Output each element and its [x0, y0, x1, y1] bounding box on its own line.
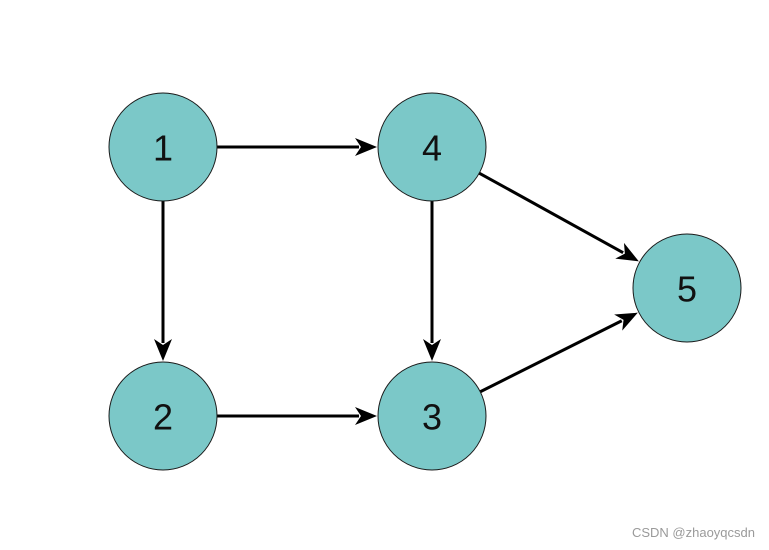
edge-1-to-4 — [217, 138, 377, 156]
node-circle — [377, 361, 487, 471]
node-label: 3 — [422, 397, 442, 438]
arrow-head — [615, 242, 639, 262]
arrow-head — [423, 339, 441, 361]
node-circle — [632, 233, 742, 343]
node-label: 2 — [153, 397, 173, 438]
node-4: 4 — [377, 92, 487, 202]
edge-1-to-2 — [154, 201, 172, 361]
node-1: 1 — [108, 92, 218, 202]
edge-2-to-3 — [217, 407, 377, 425]
node-3: 3 — [377, 361, 487, 471]
node-circle — [108, 361, 218, 471]
nodes-layer: 1 2 3 4 5 — [108, 92, 742, 471]
arrow-head — [154, 339, 172, 361]
arrow-head — [355, 138, 377, 156]
arrow-head — [614, 312, 638, 331]
node-label: 4 — [422, 128, 442, 169]
edge-3-to-5 — [479, 312, 638, 394]
edge-4-to-3 — [423, 201, 441, 361]
node-circle — [108, 92, 218, 202]
node-label: 1 — [153, 128, 173, 169]
edge-line — [479, 319, 623, 394]
edges-layer — [154, 138, 639, 425]
node-label: 5 — [677, 269, 697, 310]
arrow-head — [355, 407, 377, 425]
edge-line — [478, 171, 624, 254]
node-circle — [377, 92, 487, 202]
watermark-text: CSDN @zhaoyqcsdn — [631, 525, 755, 540]
edge-4-to-5 — [478, 171, 639, 262]
node-2: 2 — [108, 361, 218, 471]
node-5: 5 — [632, 233, 742, 343]
